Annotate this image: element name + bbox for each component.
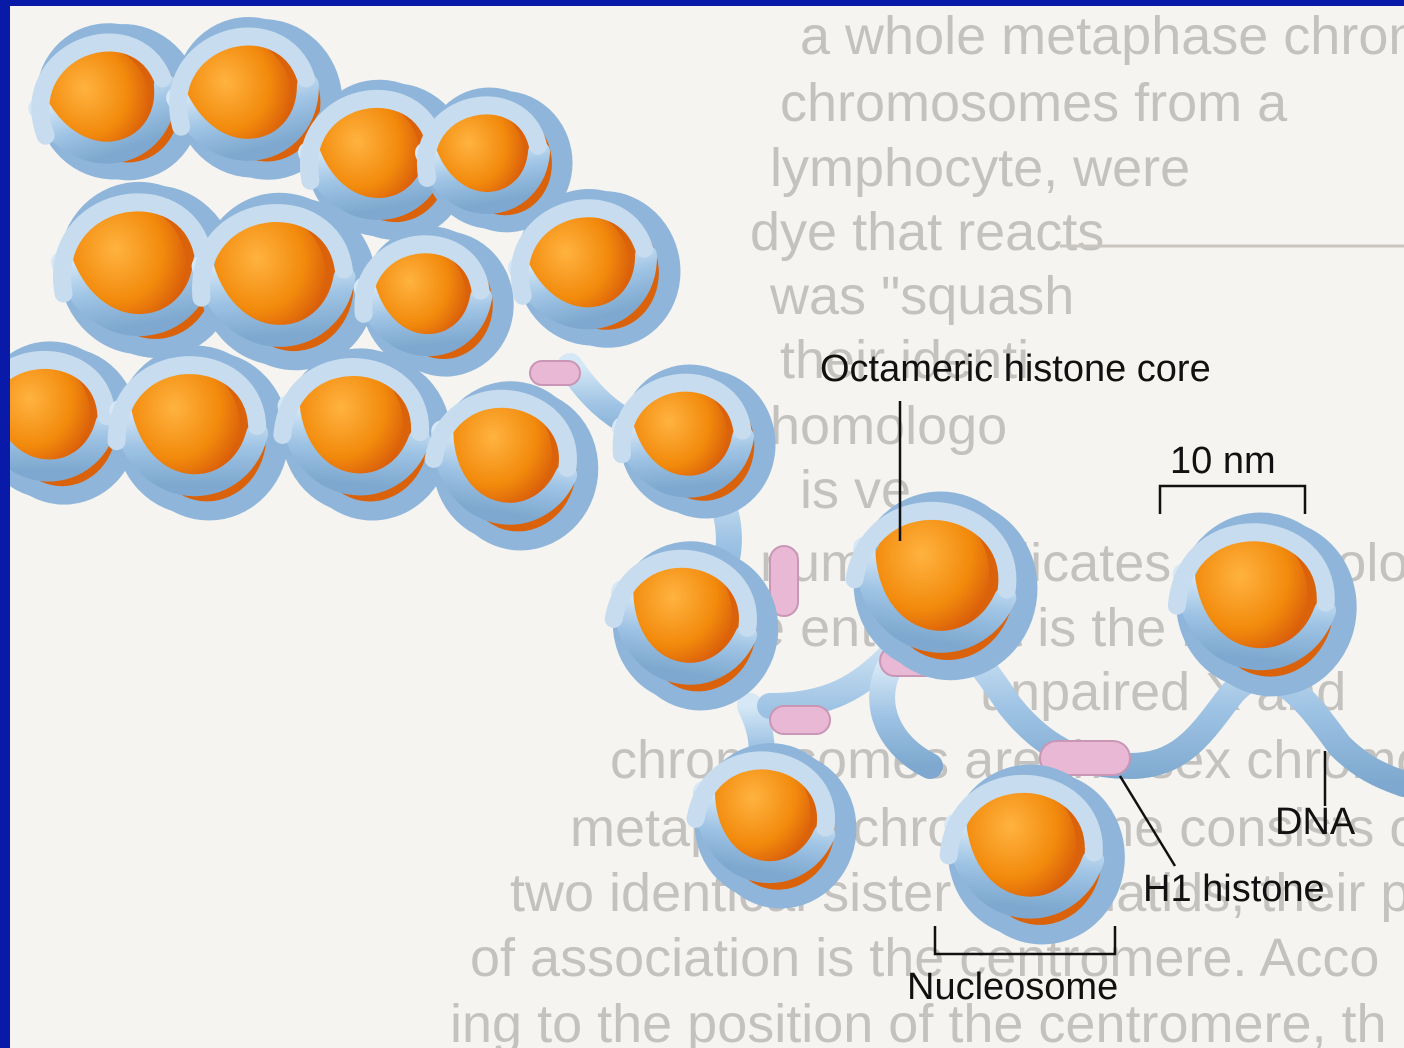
- label-scale-10nm: 10 nm: [1170, 440, 1276, 482]
- label-dna: DNA: [1275, 801, 1356, 843]
- label-nucleosome: Nucleosome: [907, 966, 1118, 1008]
- nucleosome: [602, 539, 780, 711]
- chromatin-diagram: a whole metaphase chromosome chromosomes…: [10, 6, 1404, 1048]
- h1-histone-blob: [530, 361, 580, 385]
- ghost-line: dye that reacts: [750, 202, 1104, 262]
- ghost-line: lymphocyte, were: [770, 138, 1190, 198]
- nucleosome: [117, 356, 279, 511]
- ghost-line: a whole metaphase chromosome: [800, 6, 1404, 66]
- ghost-line: chromosomes from a: [780, 73, 1288, 133]
- nucleosome: [276, 352, 447, 516]
- textbook-page: a whole metaphase chromosome chromosomes…: [10, 6, 1404, 1048]
- nucleosome: [194, 195, 373, 368]
- nucleosome: [422, 379, 600, 551]
- label-octameric-histone-core: Octameric histone core: [820, 348, 1211, 390]
- label-h1-histone: H1 histone: [1143, 868, 1325, 910]
- nucleosome: [616, 368, 771, 515]
- scale-bracket: [1160, 486, 1305, 514]
- ghost-line: homologo: [770, 396, 1007, 456]
- ghost-line: was "squash: [769, 266, 1074, 326]
- h1-histone-blob: [770, 706, 830, 734]
